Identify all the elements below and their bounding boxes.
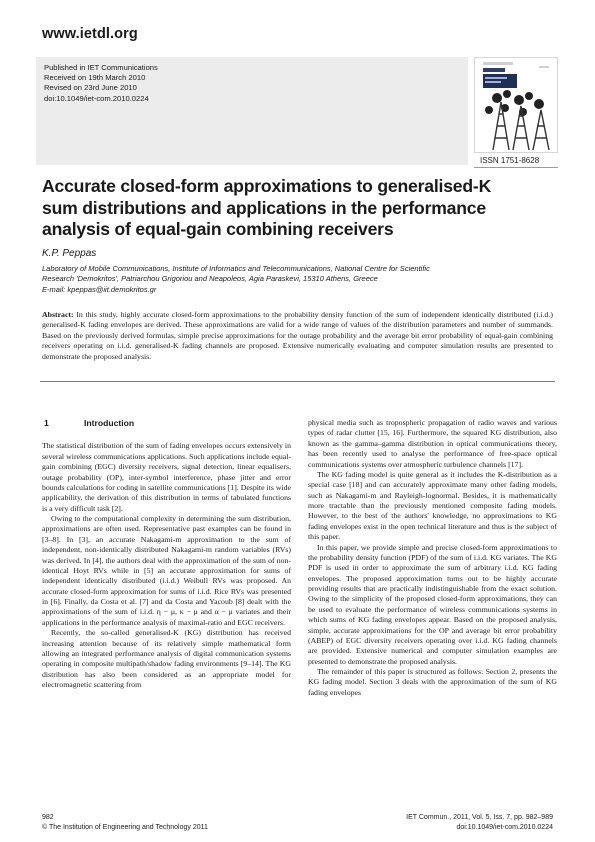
footer-left: 982 © The Institution of Engineering and… bbox=[42, 813, 208, 832]
issn: ISSN 1751-8628 bbox=[480, 156, 540, 165]
antenna-towers-image bbox=[475, 58, 557, 152]
paragraph: physical media such as tropospheric prop… bbox=[308, 418, 557, 469]
author-email[interactable]: E-mail: kpeppas@iit.demokritos.gr bbox=[42, 284, 157, 294]
copyright: © The Institution of Engineering and Tec… bbox=[42, 823, 208, 831]
doi: doi:10.1049/iet-com.2010.0224 bbox=[44, 93, 149, 103]
paragraph: Owing to the computational complexity in… bbox=[42, 514, 291, 627]
section-divider bbox=[40, 381, 555, 382]
paragraph: In this paper, we provide simple and pre… bbox=[308, 542, 557, 666]
paragraph: Recently, the so-called generalised-K (K… bbox=[42, 628, 291, 689]
affiliation-line: Laboratory of Mobile Communications, Ins… bbox=[42, 264, 430, 273]
journal-cover-image bbox=[474, 57, 558, 153]
footer-right: IET Commun., 2011, Vol. 5, Iss. 7, pp. 9… bbox=[406, 813, 553, 832]
page-number: 982 bbox=[42, 814, 54, 821]
section-heading: 1 Introduction bbox=[44, 418, 291, 428]
section-number: 1 bbox=[44, 418, 49, 428]
site-url[interactable]: www.ietdl.org bbox=[42, 26, 138, 42]
section-title: Introduction bbox=[84, 418, 135, 428]
article-title: Accurate closed-form approximations to g… bbox=[42, 176, 562, 241]
published-in: Published in IET Communications bbox=[44, 63, 158, 72]
paragraph: The remainder of this paper is structure… bbox=[308, 667, 557, 697]
received-date: Received on 19th March 2010 bbox=[44, 73, 146, 83]
footer-doi: doi:10.1049/iet-com.2010.0224 bbox=[456, 823, 553, 831]
paragraph: The KG fading model is quite general as … bbox=[308, 469, 557, 542]
title-line: Accurate closed-form approximations to g… bbox=[42, 176, 492, 196]
title-line: sum distributions and applications in th… bbox=[42, 197, 486, 218]
abstract-text: In this study, highly accurate closed-fo… bbox=[42, 310, 553, 361]
author-name: K.P. Peppas bbox=[42, 248, 97, 259]
issn-rule bbox=[474, 167, 558, 168]
publication-info-box bbox=[36, 57, 468, 165]
affiliation: Laboratory of Mobile Communications, Ins… bbox=[42, 264, 430, 295]
right-column: physical media such as tropospheric prop… bbox=[308, 418, 557, 698]
affiliation-line: Research 'Demokritos', Patriarchou Grigo… bbox=[42, 274, 378, 284]
paragraph: The statistical distribution of the sum … bbox=[42, 441, 291, 513]
abstract-label: Abstract: bbox=[42, 310, 74, 319]
publication-info: Published in IET Communications Received… bbox=[44, 63, 158, 104]
abstract: Abstract: In this study, highly accurate… bbox=[42, 310, 553, 362]
revised-date: Revised on 23rd June 2010 bbox=[44, 83, 137, 93]
title-line: analysis of equal-gain combining receive… bbox=[42, 219, 394, 239]
journal-citation: IET Commun., 2011, Vol. 5, Iss. 7, pp. 9… bbox=[406, 814, 553, 821]
left-column: 1 Introduction The statistical distributi… bbox=[42, 418, 291, 690]
